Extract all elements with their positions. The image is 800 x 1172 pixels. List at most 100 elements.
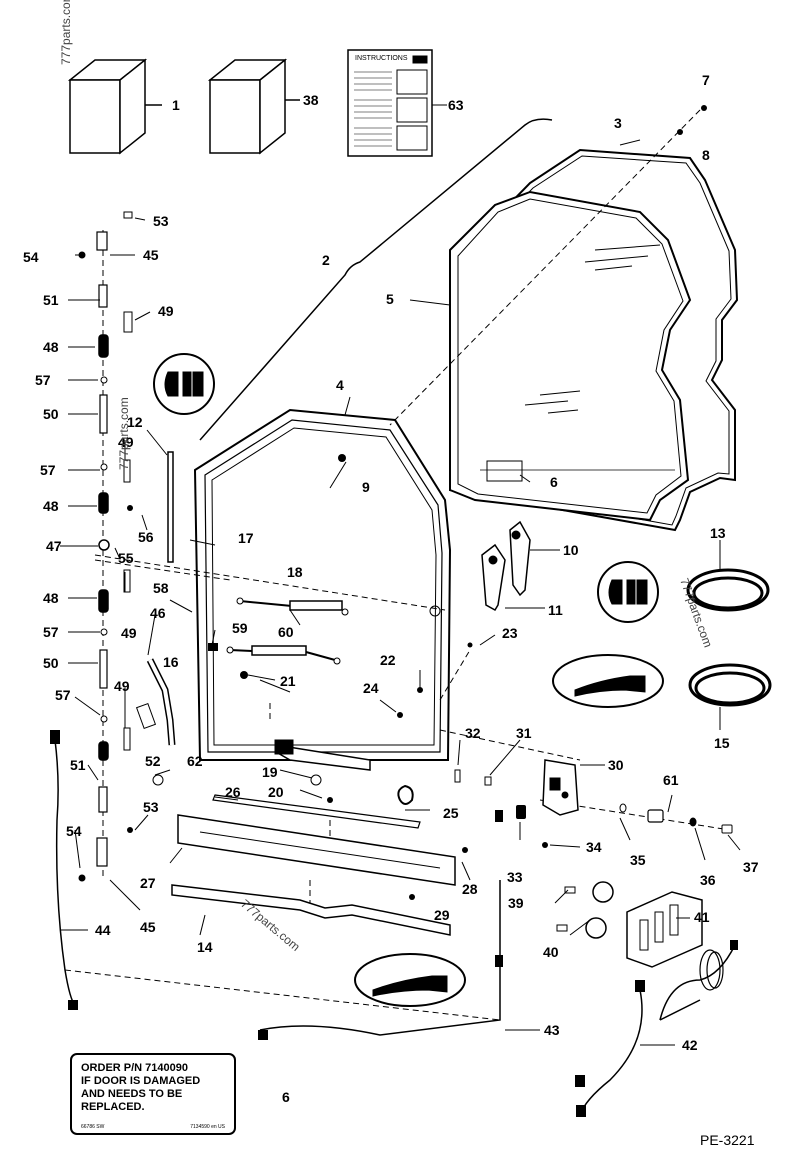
gas-spring-12 xyxy=(167,451,174,563)
material-symbol xyxy=(153,353,659,623)
callout-36: 36 xyxy=(700,872,716,888)
inner-handle-11 xyxy=(481,543,506,612)
callout-48c: 48 xyxy=(43,590,59,606)
callout-9: 9 xyxy=(362,479,370,495)
callout-11: 11 xyxy=(548,602,563,618)
callout-48b: 48 xyxy=(43,498,59,514)
callout-54a: 54 xyxy=(23,249,39,265)
bottom-plate-27 xyxy=(177,814,456,886)
pad-52 xyxy=(135,702,157,730)
callout-35: 35 xyxy=(630,852,646,868)
callout-48a: 48 xyxy=(43,339,59,355)
callout-15: 15 xyxy=(714,735,730,751)
callout-34: 34 xyxy=(586,839,602,855)
callout-42: 42 xyxy=(682,1037,698,1053)
callout-leaders xyxy=(60,139,741,1046)
speaker-40 xyxy=(556,881,614,939)
callout-51b: 51 xyxy=(70,757,86,773)
callout-40: 40 xyxy=(543,944,559,960)
callout-49a: 49 xyxy=(158,303,174,319)
instructions-sheet xyxy=(347,49,447,157)
callout-44: 44 xyxy=(95,922,111,938)
callout-41: 41 xyxy=(694,909,710,925)
instructions-title: INSTRUCTIONS xyxy=(355,55,408,62)
callout-31: 31 xyxy=(516,725,532,741)
callout-33: 33 xyxy=(507,869,523,885)
callout-23: 23 xyxy=(502,625,518,641)
callout-57b: 57 xyxy=(40,462,56,478)
callout-53a: 53 xyxy=(153,213,169,229)
bumper-33 xyxy=(516,805,526,819)
callout-26: 26 xyxy=(225,784,241,800)
callout-50b: 50 xyxy=(43,655,59,671)
callout-6: 6 xyxy=(550,474,558,490)
weatherstrip-coil-13 xyxy=(686,568,770,612)
callout-10: 10 xyxy=(563,542,579,558)
latch-assembly-30 xyxy=(542,759,579,816)
connectors xyxy=(50,730,738,1117)
callout-60: 60 xyxy=(278,624,294,640)
callout-63: 63 xyxy=(448,97,464,113)
callout-16: 16 xyxy=(163,654,179,670)
lower-handle xyxy=(274,739,371,771)
wiring-harness xyxy=(54,739,736,1116)
clip-25 xyxy=(397,784,414,805)
callout-58: 58 xyxy=(153,580,169,596)
decal-text: ORDER P/N 7140090 IF DOOR IS DAMAGED AND… xyxy=(81,1062,201,1113)
callout-62: 62 xyxy=(187,753,203,769)
switch-panel-41 xyxy=(626,891,703,968)
callout-57d: 57 xyxy=(55,687,71,703)
callout-38: 38 xyxy=(303,92,319,108)
callout-55: 55 xyxy=(118,550,134,566)
callout-61: 61 xyxy=(663,772,679,788)
decal-code-left: 66786 SW xyxy=(81,1124,105,1130)
door-frame-4 xyxy=(193,408,452,761)
callout-4: 4 xyxy=(336,377,344,393)
callout-7: 7 xyxy=(702,72,710,88)
callout-13: 13 xyxy=(710,525,726,541)
callout-49c: 49 xyxy=(121,625,137,641)
kit-box-38 xyxy=(207,58,300,155)
callout-numbers: 1 2 3 4 5 6 6 7 8 9 10 11 12 13 14 15 16… xyxy=(23,72,759,1105)
switch-parts xyxy=(619,803,733,834)
callout-2: 2 xyxy=(322,252,330,268)
callout-54b: 54 xyxy=(66,823,82,839)
strut-18 xyxy=(236,597,349,616)
decal-code-right: 7134590 en US xyxy=(190,1124,225,1130)
seal-strip-14 xyxy=(171,884,451,936)
callout-46: 46 xyxy=(150,605,166,621)
callout-14: 14 xyxy=(197,939,213,955)
seal-strip-26 xyxy=(212,794,421,829)
callout-53b: 53 xyxy=(143,799,159,815)
callout-24: 24 xyxy=(363,680,379,696)
callout-49d: 49 xyxy=(114,678,130,694)
callout-39: 39 xyxy=(508,895,524,911)
callout-5: 5 xyxy=(386,291,394,307)
callout-51a: 51 xyxy=(43,292,59,308)
callout-45: 45 xyxy=(143,247,159,263)
callout-17: 17 xyxy=(238,530,254,546)
callout-50a: 50 xyxy=(43,406,59,422)
callout-19: 19 xyxy=(262,764,278,780)
callout-43: 43 xyxy=(544,1022,560,1038)
callout-1: 1 xyxy=(172,97,180,113)
callout-57c: 57 xyxy=(43,624,59,640)
callout-22: 22 xyxy=(380,652,396,668)
watermark-1: 777parts.com xyxy=(59,0,73,65)
assembly-bracket-2 xyxy=(199,118,553,441)
pin-32 xyxy=(454,769,461,783)
door-outer-frame-3 xyxy=(448,148,739,532)
door-glass-5 xyxy=(449,190,692,522)
callout-28: 28 xyxy=(462,881,478,897)
callout-57a: 57 xyxy=(35,372,51,388)
profile-bubble-bottom xyxy=(354,953,466,1007)
profile-bubble-top xyxy=(552,654,664,708)
callout-59: 59 xyxy=(232,620,248,636)
weatherstrip-coil-15 xyxy=(688,663,772,707)
callout-30: 30 xyxy=(608,757,624,773)
callout-12: 12 xyxy=(127,414,143,430)
callout-45b: 45 xyxy=(140,919,156,935)
callout-21: 21 xyxy=(280,673,296,689)
